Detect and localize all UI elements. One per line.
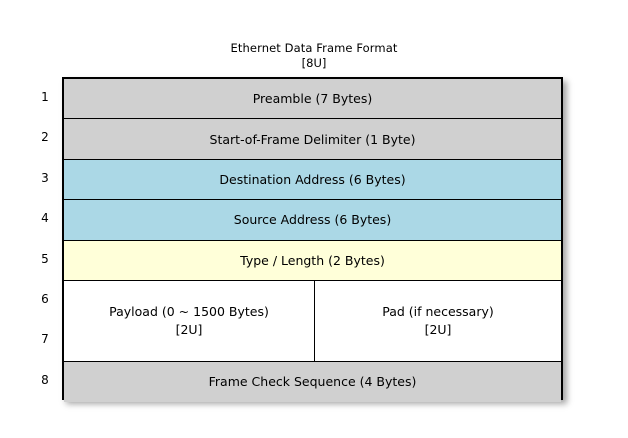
row-number-2: 2: [41, 130, 49, 145]
frame-field-payload-pad-group: Payload (0 ~ 1500 Bytes) [2U] Pad (if ne…: [64, 280, 561, 362]
frame-field-note: [2U]: [424, 321, 452, 337]
frame-field-note: [2U]: [175, 321, 203, 337]
frame-field-label: Pad (if necessary): [382, 303, 494, 319]
frame-field-pad: Pad (if necessary) [2U]: [315, 281, 561, 361]
row-number-gutter: 1 2 3 4 5 6 7 8: [34, 77, 56, 400]
ethernet-frame-table: Preamble (7 Bytes) Start-of-Frame Delimi…: [62, 77, 563, 403]
page-title: Ethernet Data Frame Format: [230, 41, 398, 55]
frame-field-frame-check-sequence: Frame Check Sequence (4 Bytes): [64, 361, 561, 403]
frame-field-label: Source Address (6 Bytes): [233, 212, 392, 228]
row-number-4: 4: [41, 211, 49, 226]
frame-field-start-of-frame-delimiter: Start-of-Frame Delimiter (1 Byte): [64, 119, 561, 160]
row-number-7: 7: [41, 332, 49, 347]
frame-field-label: Type / Length (2 Bytes): [240, 252, 385, 268]
row-number-8: 8: [41, 372, 49, 387]
row-number-3: 3: [41, 170, 49, 185]
frame-field-label: Destination Address (6 Bytes): [219, 171, 406, 187]
frame-field-payload: Payload (0 ~ 1500 Bytes) [2U]: [64, 280, 315, 361]
frame-field-label: Start-of-Frame Delimiter (1 Byte): [209, 131, 416, 147]
frame-field-destination-address: Destination Address (6 Bytes): [64, 159, 561, 201]
row-number-5: 5: [41, 251, 49, 266]
row-number-1: 1: [41, 90, 49, 104]
frame-field-label: Frame Check Sequence (4 Bytes): [208, 374, 417, 390]
page-title-note: [8U]: [301, 56, 327, 70]
frame-field-label: Payload (0 ~ 1500 Bytes): [109, 303, 269, 319]
frame-field-label: Preamble (7 Bytes): [252, 91, 373, 107]
frame-field-source-address: Source Address (6 Bytes): [64, 200, 561, 241]
diagram-title-block: Ethernet Data Frame Format [8U]: [0, 41, 628, 71]
row-number-6: 6: [41, 292, 49, 306]
frame-field-type-length: Type / Length (2 Bytes): [64, 240, 561, 281]
frame-field-preamble: Preamble (7 Bytes): [64, 79, 561, 120]
